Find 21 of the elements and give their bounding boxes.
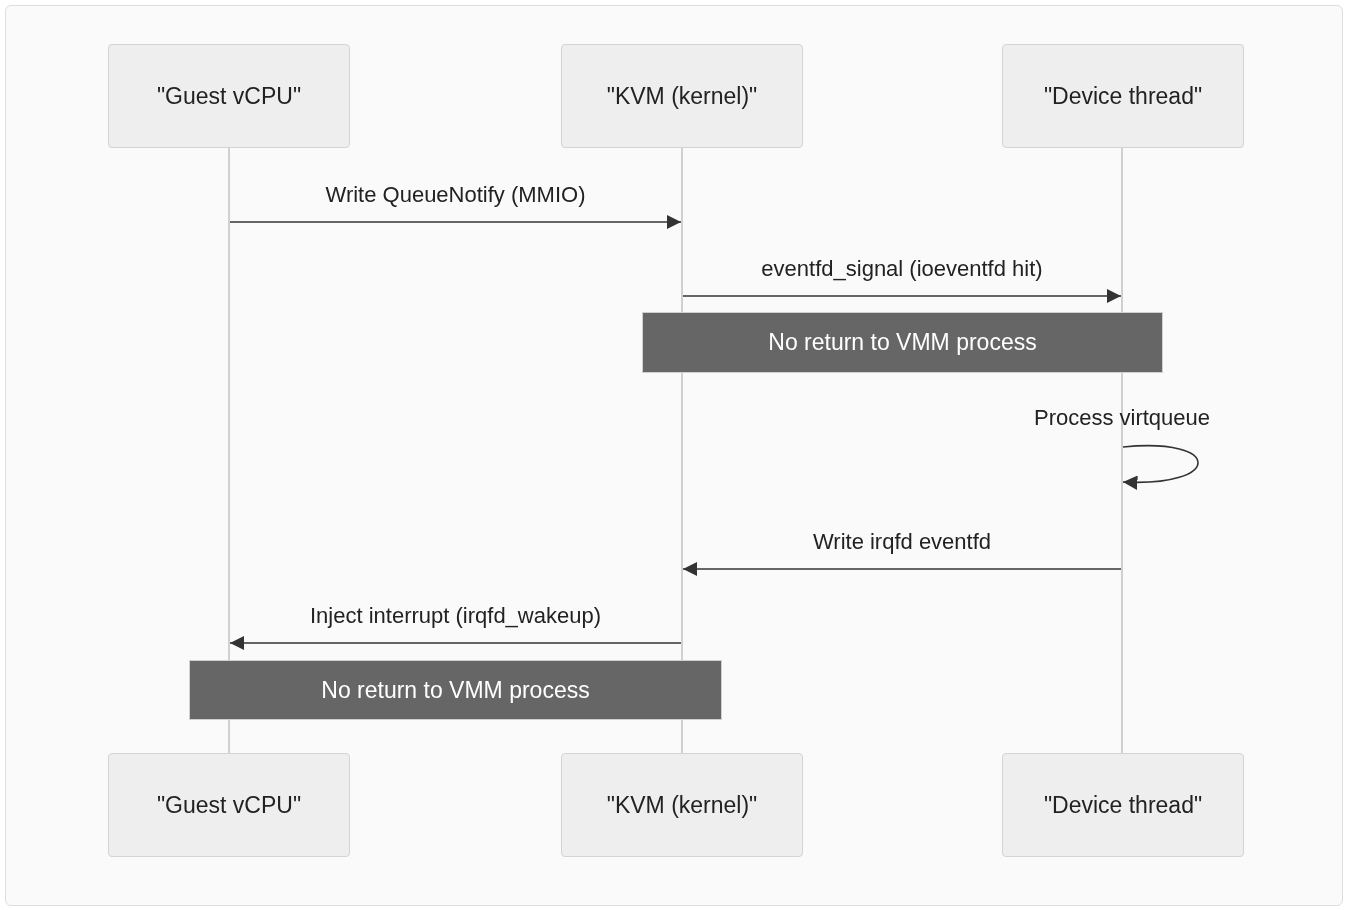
participant-box: "Device thread": [1002, 44, 1244, 148]
message-label: eventfd_signal (ioeventfd hit): [761, 256, 1043, 282]
self-message-arrow: [1122, 444, 1199, 490]
note-box: No return to VMM process: [189, 660, 722, 720]
lifeline: [1121, 148, 1123, 753]
message-arrow: [229, 214, 682, 230]
participant-box: "Guest vCPU": [108, 753, 350, 857]
lifeline: [681, 148, 683, 753]
participant-box: "KVM (kernel)": [561, 44, 803, 148]
participant-box: "Guest vCPU": [108, 44, 350, 148]
message-label: Process virtqueue: [1033, 405, 1211, 431]
lifeline: [228, 148, 230, 753]
participant-box: "Device thread": [1002, 753, 1244, 857]
note-box: No return to VMM process: [642, 312, 1163, 373]
participant-box: "KVM (kernel)": [561, 753, 803, 857]
message-arrow: [682, 561, 1122, 577]
message-label: Inject interrupt (irqfd_wakeup): [310, 603, 601, 629]
message-arrow: [229, 635, 682, 651]
message-label: Write irqfd eventfd: [812, 529, 992, 555]
message-arrow: [682, 288, 1122, 304]
message-label: Write QueueNotify (MMIO): [325, 182, 586, 208]
